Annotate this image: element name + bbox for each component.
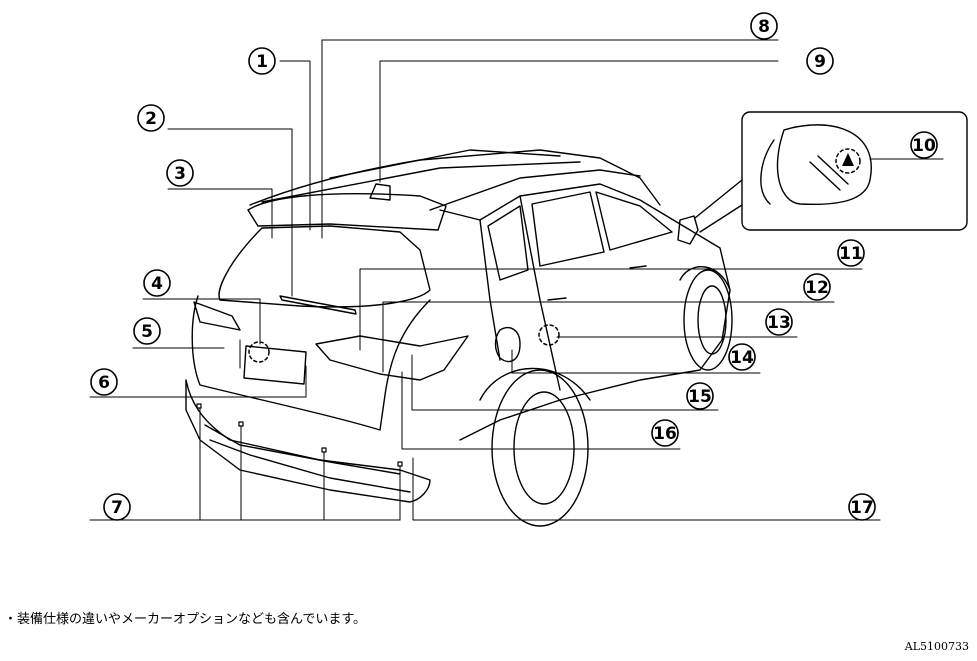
callout-12-circle xyxy=(803,273,831,301)
warning-triangle-icon xyxy=(842,153,854,166)
callout-7-circle xyxy=(103,493,131,521)
callout-12: 12 xyxy=(803,273,831,301)
callout-3: 3 xyxy=(166,159,194,187)
callout-4-circle xyxy=(143,269,171,297)
callout-16: 16 xyxy=(651,419,679,447)
callout-2: 2 xyxy=(137,104,165,132)
callout-1-number: 1 xyxy=(256,52,268,72)
callout-11-number: 11 xyxy=(839,244,863,264)
callout-15-circle xyxy=(686,382,714,410)
callout-9-circle xyxy=(806,47,834,75)
callout-12-number: 12 xyxy=(805,278,829,298)
leader-lines xyxy=(89,39,944,521)
callout-15: 15 xyxy=(686,382,714,410)
callout-10-circle xyxy=(910,131,938,159)
callout-3-circle xyxy=(166,159,194,187)
footnote: ・装備仕様の違いやメーカーオプションなども含んでいます。 xyxy=(4,612,367,627)
callout-1: 1 xyxy=(248,47,276,75)
sensor-indicators xyxy=(248,148,861,363)
vehicle-outline xyxy=(185,149,733,527)
callout-7: 7 xyxy=(103,493,131,521)
callout-8-circle xyxy=(750,12,778,40)
callout-14-number: 14 xyxy=(730,348,754,368)
callout-4-number: 4 xyxy=(151,274,163,294)
callout-13-circle xyxy=(765,308,793,336)
callout-1-circle xyxy=(248,47,276,75)
callout-13-number: 13 xyxy=(767,313,791,333)
callout-6-circle xyxy=(90,368,118,396)
callout-8-number: 8 xyxy=(758,17,770,37)
figure-id: AL5100733 xyxy=(904,640,969,653)
callout-17-circle xyxy=(848,493,876,521)
callout-10-number: 10 xyxy=(912,136,936,156)
callout-10: 10 xyxy=(910,131,938,159)
callout-14-circle xyxy=(728,343,756,371)
callout-9-number: 9 xyxy=(814,52,826,72)
callout-17-number: 17 xyxy=(850,498,874,518)
callout-4: 4 xyxy=(143,269,171,297)
callout-7-number: 7 xyxy=(111,498,123,518)
callout-8: 8 xyxy=(750,12,778,40)
callout-16-circle xyxy=(651,419,679,447)
callout-9: 9 xyxy=(806,47,834,75)
mirror-inset xyxy=(694,111,968,233)
callout-6-number: 6 xyxy=(98,373,110,393)
callout-2-circle xyxy=(137,104,165,132)
callout-16-number: 16 xyxy=(653,424,677,444)
callout-11: 11 xyxy=(837,239,865,267)
callout-14: 14 xyxy=(728,343,756,371)
callout-6: 6 xyxy=(90,368,118,396)
callout-5-circle xyxy=(133,317,161,345)
callout-5-number: 5 xyxy=(141,322,153,342)
callout-15-number: 15 xyxy=(688,387,712,407)
sensor-markers xyxy=(196,403,403,467)
callout-17: 17 xyxy=(848,493,876,521)
callout-13: 13 xyxy=(765,308,793,336)
callout-5: 5 xyxy=(133,317,161,345)
callout-3-number: 3 xyxy=(174,164,186,184)
callout-11-circle xyxy=(837,239,865,267)
callout-2-number: 2 xyxy=(145,109,157,129)
